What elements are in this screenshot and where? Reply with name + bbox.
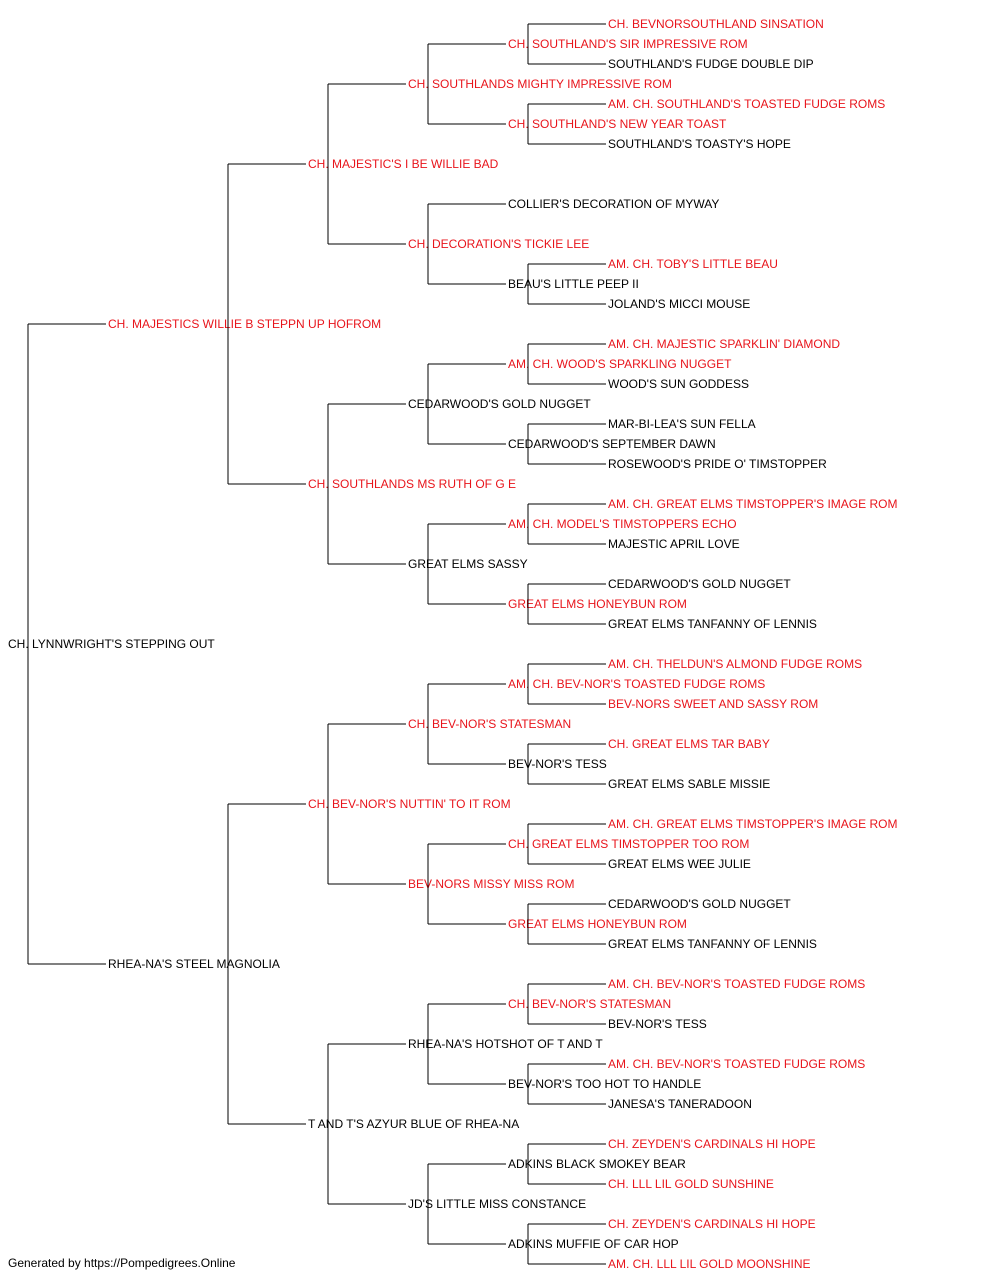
ancestor-name: CH. LLL LIL GOLD SUNSHINE xyxy=(608,1177,774,1191)
ancestor-name: MAJESTIC APRIL LOVE xyxy=(608,537,740,551)
ancestor-name: GREAT ELMS HONEYBUN ROM xyxy=(508,917,687,931)
ancestor-name: AM. CH. GREAT ELMS TIMSTOPPER'S IMAGE RO… xyxy=(608,497,897,511)
ancestor-name: CH. GREAT ELMS TIMSTOPPER TOO ROM xyxy=(508,837,749,851)
ancestor-name: AM. CH. MODEL'S TIMSTOPPERS ECHO xyxy=(508,517,737,531)
ancestor-name: AM. CH. GREAT ELMS TIMSTOPPER'S IMAGE RO… xyxy=(608,817,897,831)
ancestor-name: ROSEWOOD'S PRIDE O' TIMSTOPPER xyxy=(608,457,827,471)
ancestor-name: BEV-NORS MISSY MISS ROM xyxy=(408,877,574,891)
ancestor-name: COLLIER'S DECORATION OF MYWAY xyxy=(508,197,719,211)
ancestor-name: CH. SOUTHLANDS MIGHTY IMPRESSIVE ROM xyxy=(408,77,672,91)
ancestor-name: ADKINS MUFFIE OF CAR HOP xyxy=(508,1237,679,1251)
ancestor-name: AM. CH. MAJESTIC SPARKLIN' DIAMOND xyxy=(608,337,840,351)
ancestor-name: AM. CH. WOOD'S SPARKLING NUGGET xyxy=(508,357,732,371)
ancestor-name: JANESA'S TANERADOON xyxy=(608,1097,752,1111)
ancestor-name: GREAT ELMS TANFANNY OF LENNIS xyxy=(608,937,817,951)
ancestor-name: CEDARWOOD'S GOLD NUGGET xyxy=(408,397,591,411)
ancestor-name: CH. MAJESTICS WILLIE B STEPPN UP HOFROM xyxy=(108,317,381,331)
ancestor-name: CH. ZEYDEN'S CARDINALS HI HOPE xyxy=(608,1137,816,1151)
ancestor-name: BEV-NOR'S TESS xyxy=(508,757,607,771)
ancestor-name: GREAT ELMS SASSY xyxy=(408,557,528,571)
ancestor-name: BEV-NOR'S TESS xyxy=(608,1017,707,1031)
ancestor-name: AM. CH. THELDUN'S ALMOND FUDGE ROMS xyxy=(608,657,862,671)
ancestor-name: MAR-BI-LEA'S SUN FELLA xyxy=(608,417,756,431)
ancestor-name: JD'S LITTLE MISS CONSTANCE xyxy=(408,1197,586,1211)
ancestor-name: WOOD'S SUN GODDESS xyxy=(608,377,749,391)
subject-dog-name: CH. LYNNWRIGHT'S STEPPING OUT xyxy=(8,637,215,651)
ancestor-name: CEDARWOOD'S GOLD NUGGET xyxy=(608,577,791,591)
ancestor-name: AM. CH. SOUTHLAND'S TOASTED FUDGE ROMS xyxy=(608,97,885,111)
ancestor-name: CH. BEV-NOR'S STATESMAN xyxy=(508,997,671,1011)
ancestor-name: AM. CH. BEV-NOR'S TOASTED FUDGE ROMS xyxy=(608,1057,865,1071)
ancestor-name: SOUTHLAND'S TOASTY'S HOPE xyxy=(608,137,791,151)
ancestor-name: BEV-NORS SWEET AND SASSY ROM xyxy=(608,697,818,711)
ancestor-name: RHEA-NA'S STEEL MAGNOLIA xyxy=(108,957,280,971)
ancestor-name: SOUTHLAND'S FUDGE DOUBLE DIP xyxy=(608,57,814,71)
ancestor-name: RHEA-NA'S HOTSHOT OF T AND T xyxy=(408,1037,603,1051)
ancestor-name: GREAT ELMS SABLE MISSIE xyxy=(608,777,770,791)
ancestor-name: BEAU'S LITTLE PEEP II xyxy=(508,277,639,291)
ancestor-name: AM. CH. TOBY'S LITTLE BEAU xyxy=(608,257,778,271)
ancestor-name: CH. BEV-NOR'S NUTTIN' TO IT ROM xyxy=(308,797,511,811)
ancestor-name: CH. GREAT ELMS TAR BABY xyxy=(608,737,770,751)
ancestor-name: GREAT ELMS WEE JULIE xyxy=(608,857,751,871)
generated-by-footer: Generated by https://Pompedigrees.Online xyxy=(8,1256,236,1270)
ancestor-name: CH. ZEYDEN'S CARDINALS HI HOPE xyxy=(608,1217,816,1231)
ancestor-name: CH. DECORATION'S TICKIE LEE xyxy=(408,237,589,251)
ancestor-name: JOLAND'S MICCI MOUSE xyxy=(608,297,750,311)
ancestor-name: CH. SOUTHLAND'S NEW YEAR TOAST xyxy=(508,117,727,131)
ancestor-name: BEV-NOR'S TOO HOT TO HANDLE xyxy=(508,1077,701,1091)
ancestor-name: AM. CH. BEV-NOR'S TOASTED FUDGE ROMS xyxy=(508,677,765,691)
ancestor-name: CEDARWOOD'S SEPTEMBER DAWN xyxy=(508,437,716,451)
ancestor-name: CH. SOUTHLANDS MS RUTH OF G E xyxy=(308,477,516,491)
ancestor-name: CH. SOUTHLAND'S SIR IMPRESSIVE ROM xyxy=(508,37,748,51)
ancestor-name: ADKINS BLACK SMOKEY BEAR xyxy=(508,1157,686,1171)
ancestor-name: AM. CH. LLL LIL GOLD MOONSHINE xyxy=(608,1257,811,1271)
ancestor-name: GREAT ELMS TANFANNY OF LENNIS xyxy=(608,617,817,631)
ancestor-name: CH. MAJESTIC'S I BE WILLIE BAD xyxy=(308,157,499,171)
ancestor-name: CEDARWOOD'S GOLD NUGGET xyxy=(608,897,791,911)
ancestor-name: AM. CH. BEV-NOR'S TOASTED FUDGE ROMS xyxy=(608,977,865,991)
ancestor-name: CH. BEVNORSOUTHLAND SINSATION xyxy=(608,17,824,31)
ancestor-name: CH. BEV-NOR'S STATESMAN xyxy=(408,717,571,731)
ancestor-name: GREAT ELMS HONEYBUN ROM xyxy=(508,597,687,611)
ancestor-name: T AND T'S AZYUR BLUE OF RHEA-NA xyxy=(308,1117,519,1131)
